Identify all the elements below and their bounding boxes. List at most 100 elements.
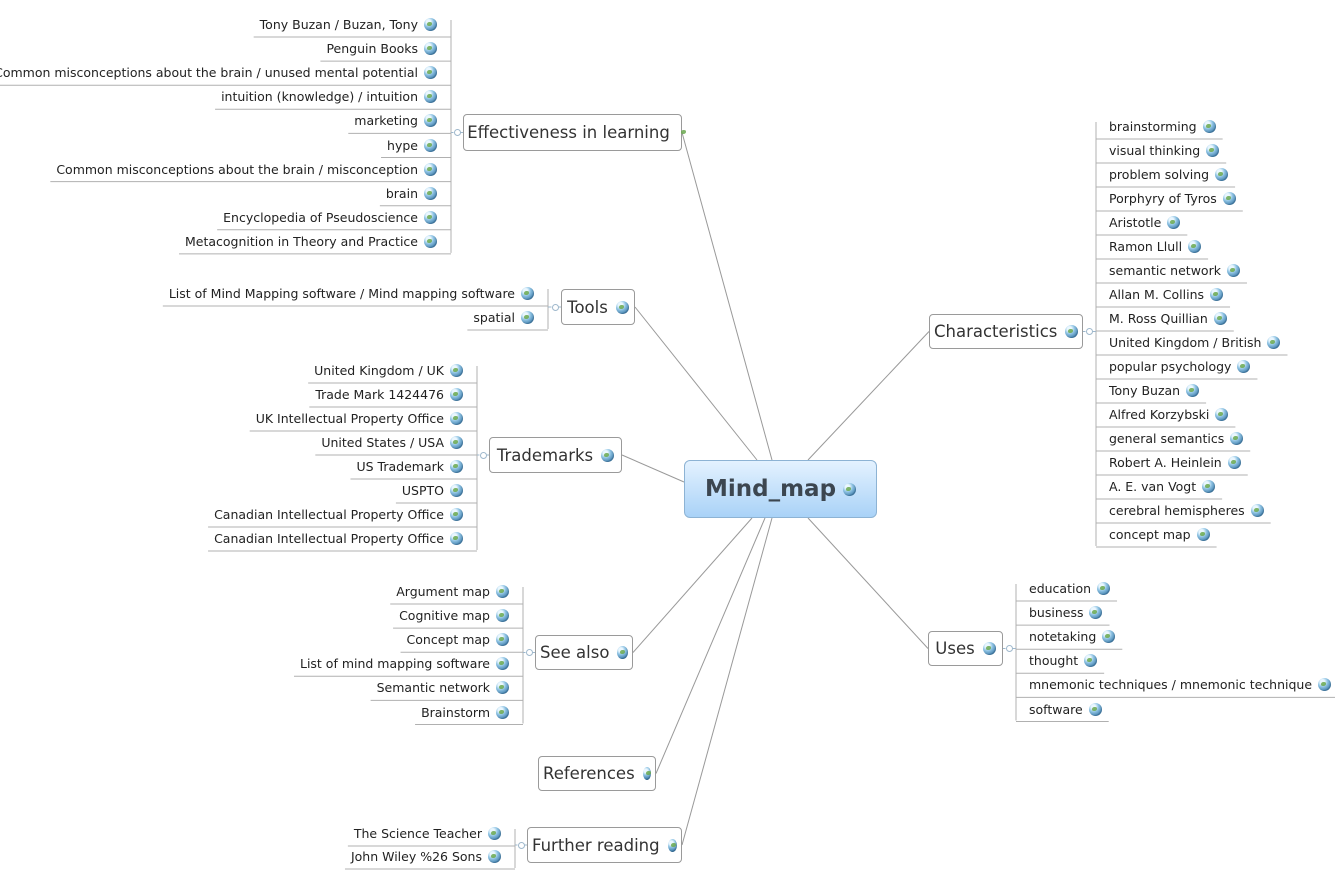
globe-icon[interactable]: [424, 18, 437, 31]
subtopic-characteristics[interactable]: Tony Buzan: [1109, 380, 1200, 402]
globe-icon[interactable]: [424, 234, 437, 248]
subtopic-tools[interactable]: spatial: [473, 307, 534, 329]
globe-icon[interactable]: [496, 609, 509, 623]
globe-icon[interactable]: [450, 436, 463, 449]
subtopic-characteristics[interactable]: brainstorming: [1109, 116, 1216, 138]
subtopic-see-also[interactable]: Concept map: [407, 629, 509, 651]
subtopic-see-also[interactable]: List of mind mapping software: [300, 653, 509, 675]
subtopic-characteristics[interactable]: Robert A. Heinlein: [1109, 452, 1241, 474]
globe-icon[interactable]: [1196, 528, 1210, 541]
subtopic-see-also[interactable]: Semantic network: [377, 677, 509, 699]
globe-icon[interactable]: [1210, 288, 1224, 301]
collapse-toggle-see-also[interactable]: [525, 649, 533, 656]
globe-icon[interactable]: [424, 114, 437, 128]
subtopic-trademarks[interactable]: Canadian Intellectual Property Office: [214, 528, 463, 550]
collapse-toggle-characteristics[interactable]: [1085, 328, 1093, 335]
subtopic-further-reading[interactable]: John Wiley %26 Sons: [351, 846, 501, 868]
subtopic-characteristics[interactable]: semantic network: [1109, 260, 1240, 282]
globe-icon[interactable]: [1267, 336, 1281, 349]
subtopic-effectiveness[interactable]: marketing: [354, 110, 437, 132]
globe-icon[interactable]: [450, 412, 463, 425]
topic-trademarks[interactable]: Trademarks: [489, 437, 622, 473]
globe-icon[interactable]: [1065, 325, 1078, 338]
subtopic-see-also[interactable]: Cognitive map: [399, 605, 509, 627]
globe-icon[interactable]: [642, 767, 651, 780]
globe-icon[interactable]: [521, 311, 534, 324]
subtopic-effectiveness[interactable]: Common misconceptions about the brain / …: [56, 159, 437, 181]
subtopic-trademarks[interactable]: Canadian Intellectual Property Office: [214, 504, 463, 526]
globe-icon[interactable]: [424, 162, 437, 176]
globe-icon[interactable]: [424, 42, 437, 56]
globe-icon[interactable]: [1227, 456, 1241, 469]
globe-icon[interactable]: [496, 633, 509, 647]
topic-further-reading[interactable]: Further reading: [527, 827, 682, 863]
subtopic-uses[interactable]: education: [1029, 578, 1111, 600]
collapse-toggle-trademarks[interactable]: [479, 451, 487, 459]
globe-icon[interactable]: [1237, 360, 1251, 373]
subtopic-uses[interactable]: thought: [1029, 650, 1098, 672]
topic-effectiveness[interactable]: Effectiveness in learning: [463, 114, 686, 151]
subtopic-characteristics[interactable]: general semantics: [1109, 428, 1244, 450]
subtopic-uses[interactable]: software: [1029, 699, 1102, 721]
globe-icon[interactable]: [982, 642, 996, 655]
globe-icon[interactable]: [1089, 606, 1103, 620]
globe-icon[interactable]: [1102, 630, 1116, 644]
globe-icon[interactable]: [496, 681, 509, 695]
collapse-toggle-uses[interactable]: [1005, 645, 1013, 652]
subtopic-characteristics[interactable]: Allan M. Collins: [1109, 284, 1224, 306]
collapse-toggle-tools[interactable]: [551, 303, 559, 311]
globe-icon[interactable]: [601, 448, 615, 462]
globe-icon[interactable]: [1167, 216, 1181, 229]
subtopic-characteristics[interactable]: Alfred Korzybski: [1109, 404, 1229, 426]
subtopic-see-also[interactable]: Argument map: [396, 581, 509, 603]
globe-icon[interactable]: [424, 66, 437, 80]
subtopic-characteristics[interactable]: concept map: [1109, 524, 1210, 546]
subtopic-characteristics[interactable]: United Kingdom / British: [1109, 332, 1281, 354]
subtopic-uses[interactable]: mnemonic techniques / mnemonic technique: [1029, 674, 1332, 696]
globe-icon[interactable]: [424, 138, 437, 152]
subtopic-characteristics[interactable]: A. E. van Vogt: [1109, 476, 1216, 498]
globe-icon[interactable]: [667, 838, 677, 852]
globe-icon[interactable]: [1097, 582, 1111, 595]
subtopic-uses[interactable]: business: [1029, 602, 1103, 624]
subtopic-trademarks[interactable]: UK Intellectual Property Office: [256, 408, 463, 430]
subtopic-characteristics[interactable]: M. Ross Quillian: [1109, 308, 1227, 330]
subtopic-characteristics[interactable]: Porphyry of Tyros: [1109, 188, 1236, 210]
globe-icon[interactable]: [424, 90, 437, 104]
central-topic[interactable]: Mind_map: [684, 460, 877, 518]
globe-icon[interactable]: [450, 388, 463, 401]
globe-icon[interactable]: [450, 508, 463, 521]
subtopic-trademarks[interactable]: USPTO: [402, 480, 463, 502]
topic-tools[interactable]: Tools: [561, 289, 635, 325]
topic-references[interactable]: References: [538, 756, 656, 791]
globe-icon[interactable]: [843, 482, 857, 496]
subtopic-characteristics[interactable]: popular psychology: [1109, 356, 1251, 378]
subtopic-trademarks[interactable]: United Kingdom / UK: [314, 360, 463, 382]
globe-icon[interactable]: [1084, 654, 1098, 668]
globe-icon[interactable]: [615, 300, 629, 314]
globe-icon[interactable]: [1206, 144, 1220, 157]
globe-icon[interactable]: [488, 850, 501, 863]
globe-icon[interactable]: [450, 460, 463, 473]
subtopic-effectiveness[interactable]: Metacognition in Theory and Practice: [185, 231, 437, 253]
globe-icon[interactable]: [1215, 408, 1229, 421]
globe-icon[interactable]: [1215, 168, 1229, 181]
globe-icon[interactable]: [617, 646, 628, 659]
subtopic-trademarks[interactable]: Trade Mark 1424476: [315, 384, 463, 406]
subtopic-characteristics[interactable]: visual thinking: [1109, 140, 1220, 162]
topic-characteristics[interactable]: Characteristics: [929, 314, 1083, 349]
globe-icon[interactable]: [450, 532, 463, 545]
globe-icon[interactable]: [1226, 264, 1240, 277]
globe-icon[interactable]: [1230, 432, 1244, 445]
subtopic-characteristics[interactable]: Ramon Llull: [1109, 236, 1202, 258]
subtopic-effectiveness[interactable]: hype: [387, 135, 437, 157]
globe-icon[interactable]: [1088, 702, 1102, 716]
topic-see-also[interactable]: See also: [535, 635, 633, 670]
globe-icon[interactable]: [1213, 312, 1227, 325]
subtopic-trademarks[interactable]: United States / USA: [321, 432, 463, 454]
globe-icon[interactable]: [1188, 240, 1202, 253]
subtopic-characteristics[interactable]: cerebral hemispheres: [1109, 500, 1264, 522]
collapse-toggle-further-reading[interactable]: [517, 841, 525, 849]
globe-icon[interactable]: [1186, 384, 1200, 397]
subtopic-further-reading[interactable]: The Science Teacher: [354, 823, 501, 845]
